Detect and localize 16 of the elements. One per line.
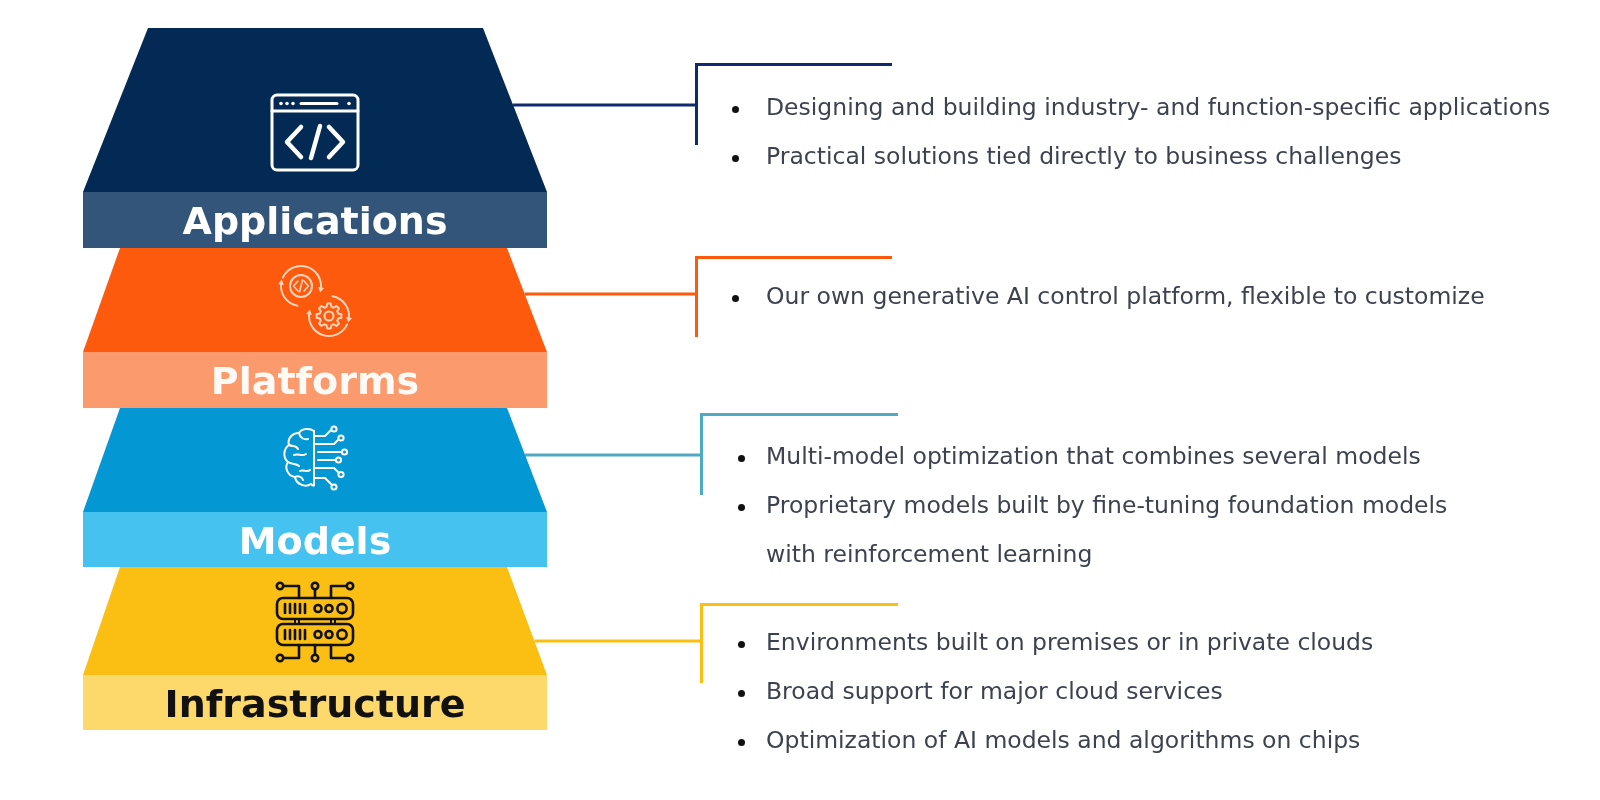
layer-label: Infrastructure <box>164 682 466 727</box>
bullet-text: Optimization of AI models and algorithms on chips <box>766 725 1362 756</box>
connector-line <box>513 103 695 107</box>
bullet-text: Our own generative AI control platform, flexible to customize <box>766 281 1486 312</box>
pyramid-layer <box>83 408 547 567</box>
layer-label: Applications <box>182 200 448 244</box>
bullet-text: Environments built on premises or in private clouds <box>766 627 1375 658</box>
connector-line <box>525 453 700 457</box>
layer-label: Models <box>238 519 392 564</box>
bullet-text: Broad support for major cloud services <box>766 676 1224 707</box>
bullet-text: Designing and building industry- and function-specific applications <box>766 92 1552 123</box>
bullet-text: Practical solutions tied directly to business challenges <box>766 141 1403 172</box>
bullet-text: Multi-model optimization that combines several models <box>766 441 1422 472</box>
pyramid-layer <box>83 28 547 248</box>
bullet-text: Proprietary models built by fine-tuning foundation models with reinforcement learning <box>766 490 1449 570</box>
layer-label: Platforms <box>210 360 420 404</box>
